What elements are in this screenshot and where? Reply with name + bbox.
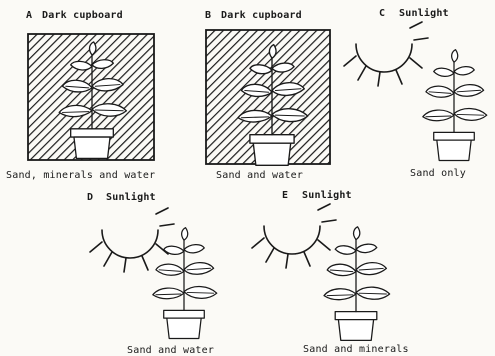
plant-d — [153, 228, 217, 339]
sun-icon — [252, 204, 336, 268]
sun-icon — [90, 208, 174, 272]
panel-e-caption: Sand and minerals — [303, 344, 409, 355]
panel-c-illustration — [350, 22, 490, 162]
panel-c-caption: Sand only — [410, 168, 466, 179]
panel-c-letter: C — [379, 8, 385, 19]
panel-d-condition: Sunlight — [106, 192, 156, 203]
panel-b-condition: Dark cupboard — [221, 10, 302, 21]
panel-d-letter: D — [87, 192, 93, 203]
sun-icon — [344, 22, 428, 86]
panel-a-illustration — [28, 34, 154, 160]
panel-e-letter: E — [282, 190, 288, 201]
plant-e — [324, 227, 390, 341]
panel-c-condition: Sunlight — [399, 8, 449, 19]
plant-c — [423, 50, 487, 161]
panel-b-caption: Sand and water — [216, 170, 303, 181]
panel-d-caption: Sand and water — [127, 345, 214, 356]
panel-a-condition: Dark cupboard — [42, 10, 123, 21]
panel-a-caption: Sand, minerals and water — [6, 170, 155, 181]
panel-a-letter: A — [26, 10, 32, 21]
panel-e-condition: Sunlight — [302, 190, 352, 201]
panel-b-illustration — [206, 30, 330, 164]
panel-b-letter: B — [205, 10, 211, 21]
panel-e-illustration — [262, 204, 412, 340]
panel-d-illustration — [96, 206, 236, 340]
